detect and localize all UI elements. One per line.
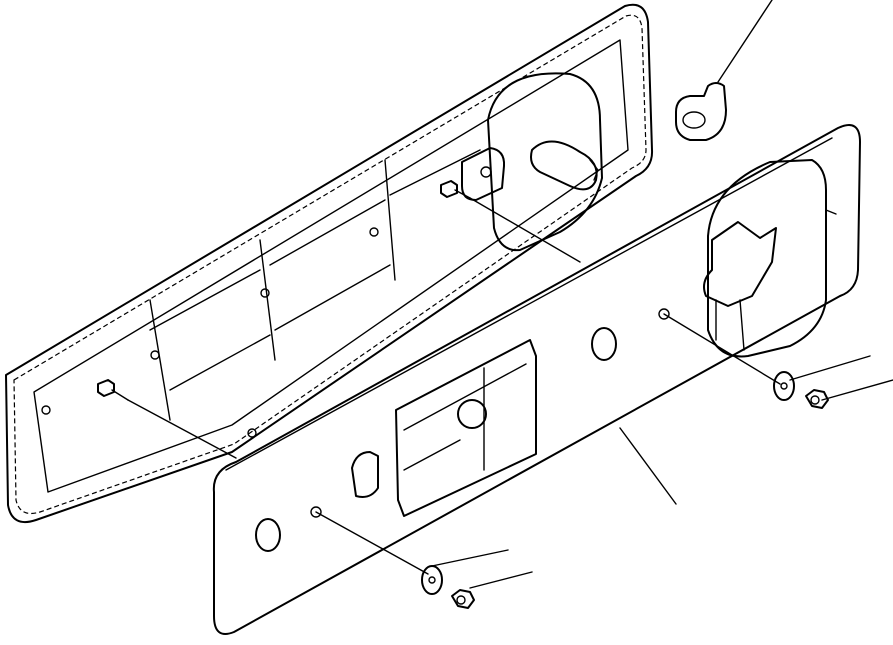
nut-right xyxy=(805,389,829,409)
bracket xyxy=(675,82,727,141)
gasket xyxy=(5,3,654,524)
assembly-lines xyxy=(127,197,781,575)
washer-right xyxy=(773,371,795,401)
cover-plate xyxy=(212,124,861,635)
stud-lower xyxy=(97,379,129,401)
nut-left xyxy=(451,589,475,609)
washer-left xyxy=(421,565,443,595)
stud-upper xyxy=(440,180,471,199)
leader-lines xyxy=(431,0,893,589)
